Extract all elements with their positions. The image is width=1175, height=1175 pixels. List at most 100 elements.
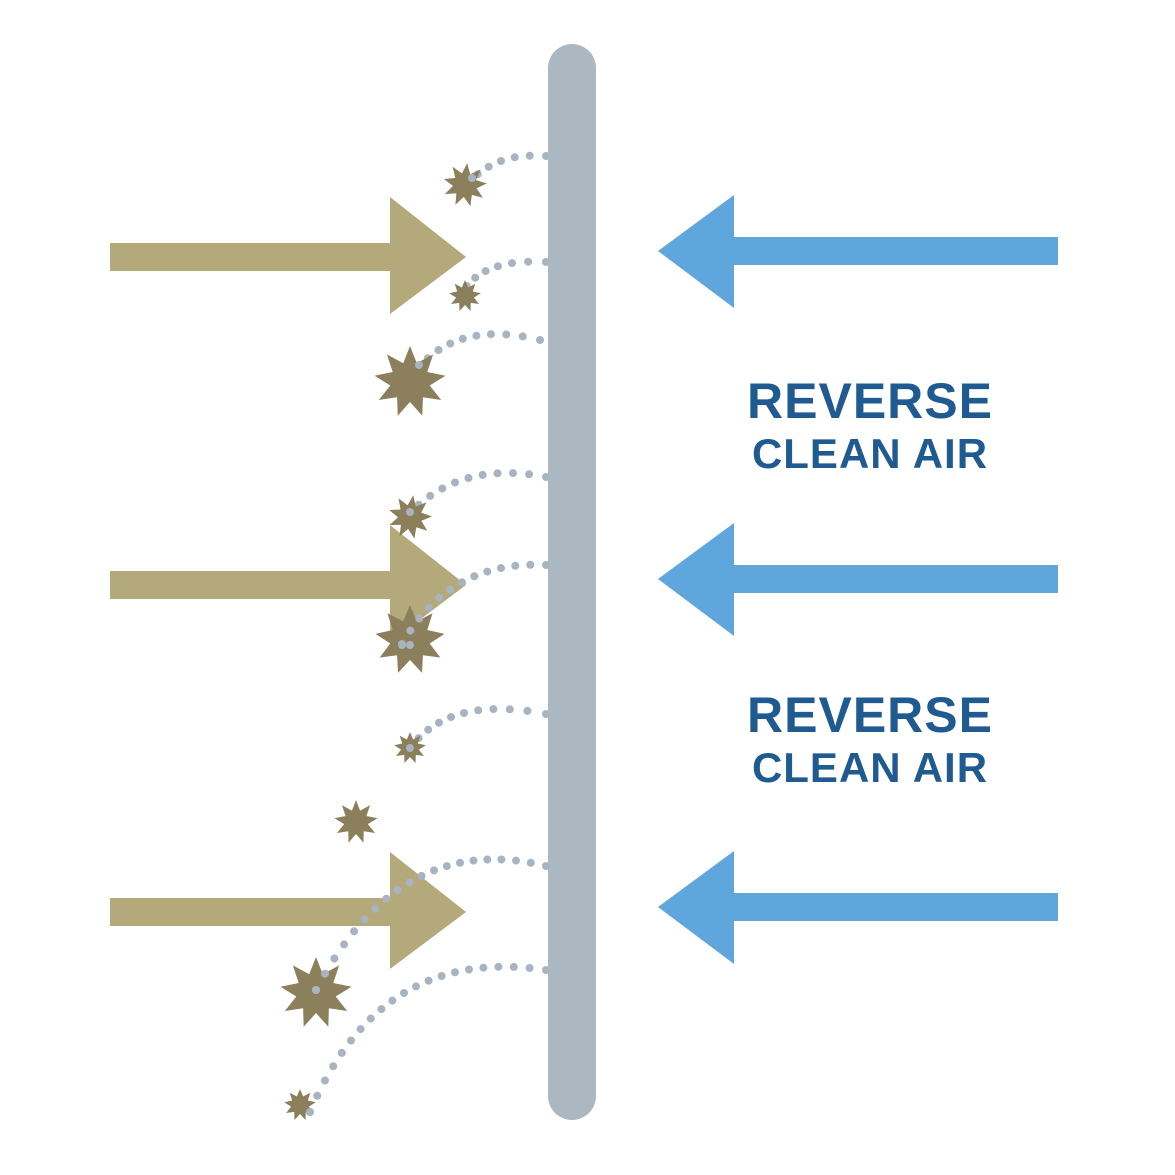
path-dot xyxy=(405,878,414,887)
path-dot xyxy=(542,862,550,870)
path-dot xyxy=(329,1062,338,1071)
path-end-dot xyxy=(312,986,320,994)
path-end-dot xyxy=(406,641,414,649)
dirty-air-arrows xyxy=(110,197,466,969)
path-dot xyxy=(434,346,443,354)
path-end-dot xyxy=(306,1108,314,1116)
path-dot xyxy=(350,927,359,936)
path-dot xyxy=(525,964,534,972)
path-dot xyxy=(494,962,503,971)
path-dot xyxy=(451,968,459,977)
path-dot xyxy=(509,962,518,971)
path-dot xyxy=(458,578,466,587)
path-dot xyxy=(458,334,467,343)
label-1-line1: REVERSE xyxy=(747,373,993,429)
path-end-dot xyxy=(406,508,414,516)
path-dot xyxy=(483,567,492,576)
path-dot xyxy=(447,713,455,722)
path-dot xyxy=(523,706,532,715)
path-dot xyxy=(321,1076,329,1085)
particle-path xyxy=(306,962,550,1116)
particle-icon xyxy=(374,346,446,416)
particle-icon xyxy=(334,800,378,843)
label-1-line2: CLEAN AIR xyxy=(752,430,988,477)
path-dot xyxy=(430,866,438,875)
path-dot xyxy=(512,856,520,865)
clean-air-arrow-bottom xyxy=(658,851,1058,964)
particle-path xyxy=(312,855,550,994)
path-dot xyxy=(524,257,533,266)
path-dot xyxy=(446,339,455,348)
label-reverse-clean-air-1: REVERSE CLEAN AIR xyxy=(747,373,993,477)
path-dot xyxy=(360,915,369,924)
path-dot xyxy=(382,894,391,903)
path-dot xyxy=(425,603,433,612)
path-dot xyxy=(442,862,451,871)
path-end-dot xyxy=(468,174,476,182)
path-dot xyxy=(446,585,455,594)
path-dot xyxy=(438,484,447,493)
path-dot xyxy=(424,976,433,985)
path-dot xyxy=(497,157,505,165)
path-dot xyxy=(456,858,464,867)
path-dot xyxy=(435,718,443,727)
path-dot xyxy=(493,262,502,271)
path-dot xyxy=(525,470,534,479)
path-dot xyxy=(525,151,534,160)
path-dot xyxy=(460,709,468,717)
particle-icon xyxy=(375,605,445,673)
dirty-air-arrow-top xyxy=(110,197,466,314)
path-dot xyxy=(388,996,397,1005)
path-dot xyxy=(508,259,516,268)
path-dot xyxy=(313,1091,322,1100)
path-dot xyxy=(465,965,473,974)
path-dot xyxy=(478,470,487,479)
path-dot xyxy=(484,162,493,171)
path-dot xyxy=(435,593,444,602)
path-dot xyxy=(542,561,550,569)
path-end-dot xyxy=(398,641,406,649)
path-end-dot xyxy=(406,744,414,752)
particle-icon xyxy=(443,163,487,207)
path-dot xyxy=(497,564,505,573)
path-dot xyxy=(366,1014,375,1023)
path-dot xyxy=(426,491,435,500)
path-dot xyxy=(347,1036,355,1045)
path-dot xyxy=(518,332,527,341)
path-dot xyxy=(536,336,544,344)
particle-icon xyxy=(284,1089,316,1120)
path-dot xyxy=(340,940,349,949)
path-dot xyxy=(486,330,495,339)
path-dot xyxy=(415,614,424,623)
path-dot xyxy=(509,469,517,478)
path-dot xyxy=(412,982,420,991)
path-dot xyxy=(526,560,535,569)
filter-wall xyxy=(548,44,596,1120)
path-dot xyxy=(472,331,481,340)
path-dot xyxy=(511,561,520,570)
path-end-dot xyxy=(415,361,423,369)
path-dot xyxy=(510,153,519,162)
particle-icon xyxy=(389,495,432,539)
path-dot xyxy=(437,972,446,980)
label-reverse-clean-air-2: REVERSE CLEAN AIR xyxy=(747,687,993,791)
dirty-air-arrow-bottom xyxy=(110,852,466,969)
path-dot xyxy=(356,1025,365,1034)
path-dot xyxy=(481,267,490,276)
particle-icon xyxy=(449,280,481,311)
path-dot xyxy=(502,330,511,339)
path-dot xyxy=(417,871,426,880)
path-dot xyxy=(337,1048,346,1057)
dirty-air-arrow-middle xyxy=(110,525,466,642)
path-dot xyxy=(470,572,479,581)
path-dot xyxy=(424,725,433,734)
path-dot xyxy=(330,954,339,963)
path-dot xyxy=(451,478,459,487)
path-dot xyxy=(400,989,408,997)
label-2-line1: REVERSE xyxy=(747,687,993,743)
path-dot xyxy=(489,705,498,714)
path-dot xyxy=(464,474,473,482)
clean-air-arrows xyxy=(658,195,1058,964)
particle-path-dots-overlay xyxy=(306,174,550,1116)
